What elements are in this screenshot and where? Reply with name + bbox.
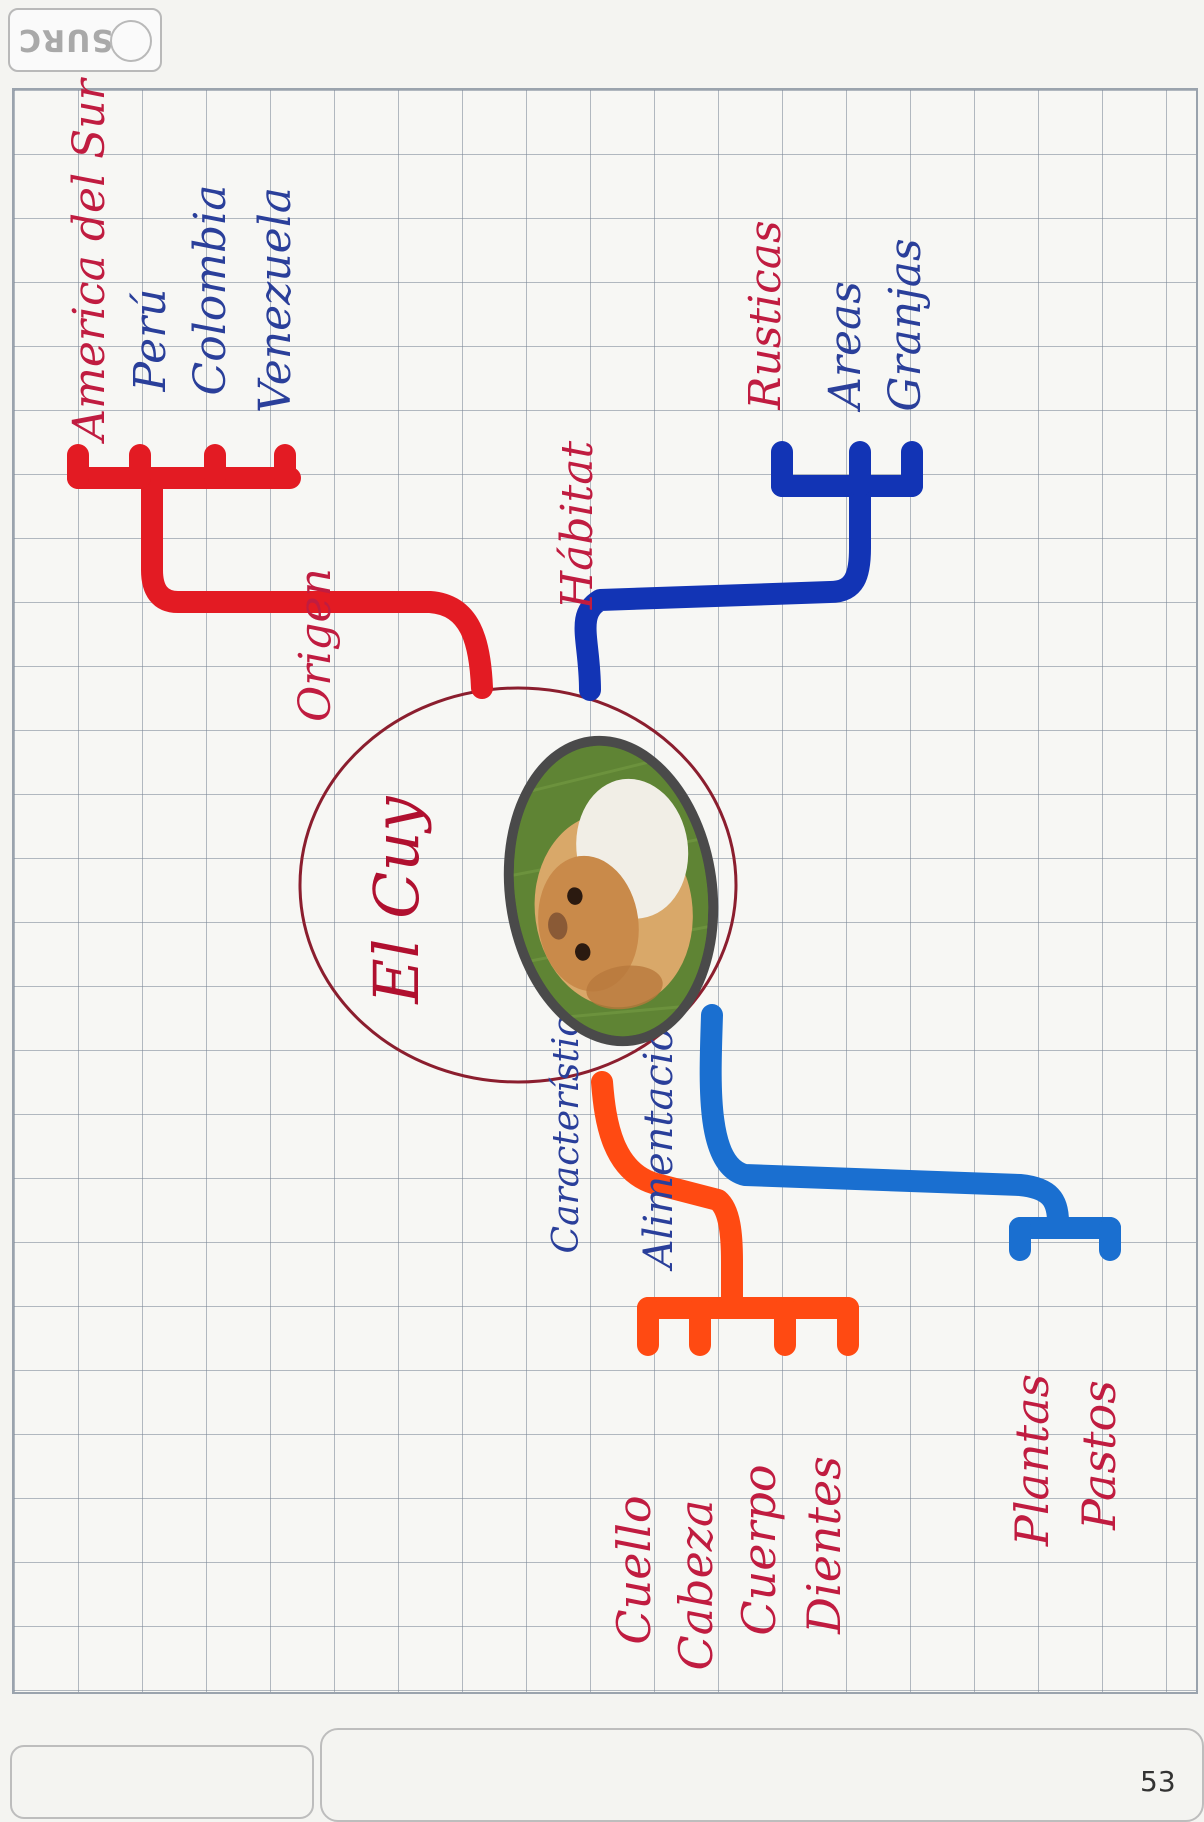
caracteristicas-item-2: Cabeza	[669, 1500, 723, 1671]
origen-item-1: America del Sur	[64, 76, 115, 444]
alimentacion-item-1: Plantas	[1005, 1374, 1059, 1547]
caracteristicas-item-3: Cuerpo	[732, 1464, 786, 1635]
footer-field-left	[10, 1745, 314, 1819]
branch-origen	[78, 455, 482, 688]
caracteristicas-item-1: Cuello	[607, 1495, 661, 1644]
footer-field-right	[320, 1728, 1204, 1822]
habitat-item-2: Areas	[820, 281, 871, 413]
habitat-item-1: Rusticas	[740, 220, 791, 410]
branch-label-habitat: Hábitat	[552, 440, 603, 610]
branch-label-origen: Origen	[290, 568, 341, 722]
origen-item-2: Perú	[125, 288, 176, 392]
origen-item-4: Venezuela	[250, 187, 301, 413]
origen-item-3: Colombia	[185, 185, 236, 396]
center-title: El Cuy	[360, 795, 433, 1004]
branch-habitat-stem	[586, 486, 860, 690]
branch-alimentacion	[711, 1015, 1110, 1250]
page-number: 53	[1140, 1765, 1176, 1798]
branch-habitat	[586, 452, 912, 690]
caracteristicas-item-4: Dientes	[797, 1456, 851, 1635]
habitat-item-3: Granjas	[880, 238, 931, 411]
alimentacion-item-2: Pastos	[1072, 1380, 1126, 1531]
branch-alimentacion-stem	[711, 1015, 1058, 1222]
